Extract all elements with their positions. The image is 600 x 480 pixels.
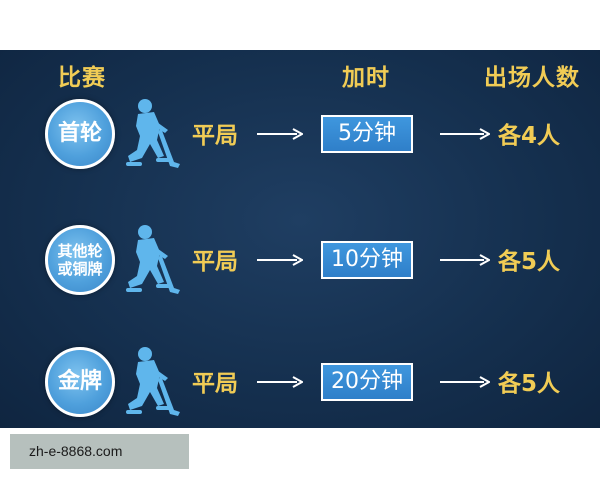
rule-row-other-rounds: 其他轮 或铜牌 平局 10分钟 各5人: [0, 220, 600, 300]
stage-circle: 首轮: [45, 99, 115, 169]
header-players: 出场人数: [484, 65, 580, 91]
players-count: 各5人: [498, 371, 561, 397]
players-count: 各5人: [498, 249, 561, 275]
overtime-box: 10分钟: [321, 241, 413, 279]
header-overtime: 加时: [342, 65, 390, 91]
arrow-right-icon: [257, 128, 303, 140]
rule-row-first-round: 首轮 平局 5分钟 各4人: [0, 94, 600, 174]
rules-panel: 比赛 加时 出场人数 首轮 平局 5分钟 各4人: [0, 50, 600, 428]
arrow-right-icon: [440, 254, 490, 266]
hockey-player-icon: [126, 225, 180, 294]
hockey-player-icon: [126, 347, 180, 416]
overtime-box: 5分钟: [321, 115, 413, 153]
arrow-right-icon: [440, 376, 490, 388]
arrow-right-icon: [257, 376, 303, 388]
stage-label: 金牌: [57, 369, 102, 394]
overtime-box: 20分钟: [321, 363, 413, 401]
watermark-label: zh-e-8868.com: [10, 434, 189, 469]
header-stage: 比赛: [58, 65, 106, 91]
result-label: 平局: [192, 123, 238, 149]
arrow-right-icon: [257, 254, 303, 266]
result-label: 平局: [192, 371, 238, 397]
stage-circle: 其他轮 或铜牌: [45, 225, 115, 295]
arrow-right-icon: [440, 128, 490, 140]
hockey-player-icon: [126, 99, 180, 168]
rule-row-gold-medal: 金牌 平局 20分钟 各5人: [0, 342, 600, 422]
stage-label-line2: 或铜牌: [57, 260, 103, 278]
stage-label-line1: 其他轮: [57, 242, 103, 260]
stage-label: 首轮: [57, 121, 102, 146]
stage-circle: 金牌: [45, 347, 115, 417]
players-count: 各4人: [498, 123, 561, 149]
result-label: 平局: [192, 249, 238, 275]
